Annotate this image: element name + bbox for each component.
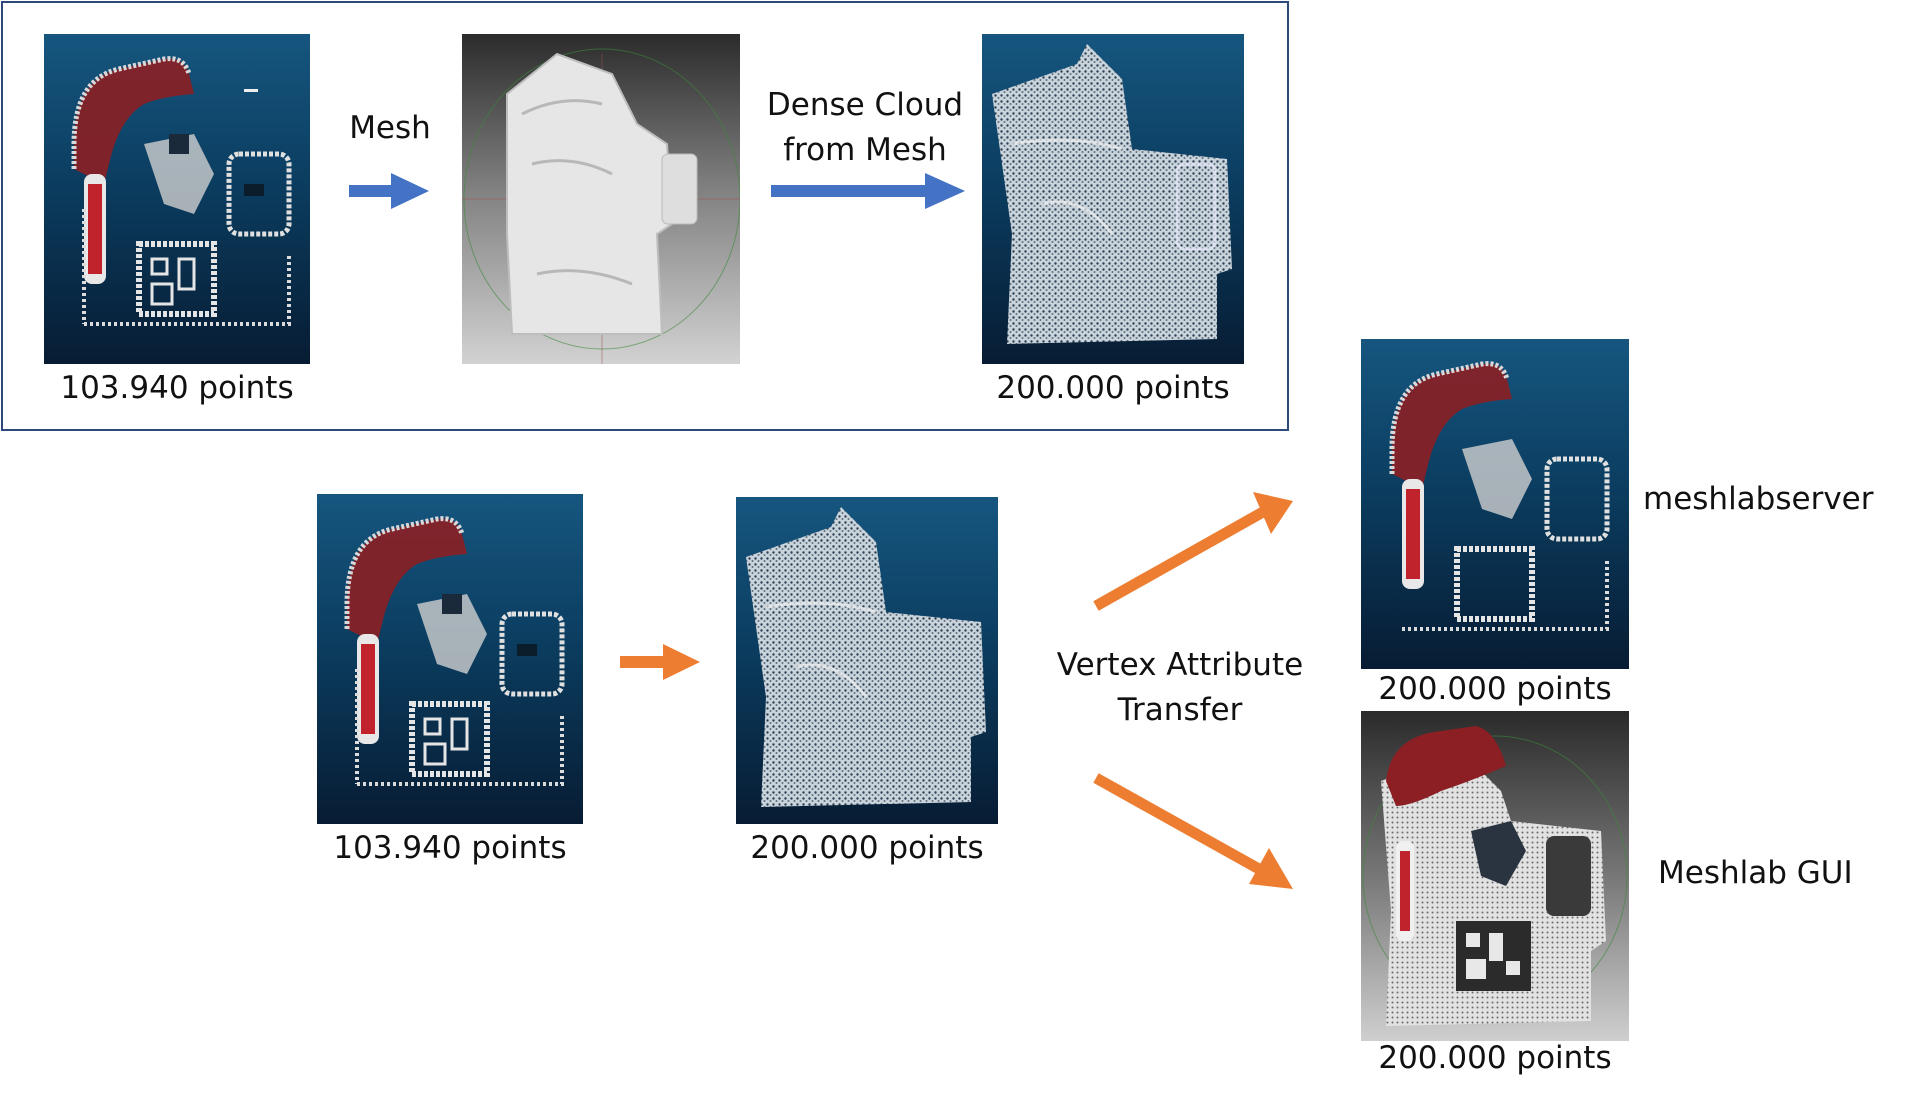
dense-cloud-step-arrow [771,173,965,209]
top-result-caption: 200.000 points [996,370,1230,406]
mesh-render-graphic [462,48,740,364]
bottom-dense-caption: 200.000 points [750,830,984,866]
colored-point-cloud-image [44,34,310,364]
dense-point-cloud-graphic [992,44,1232,344]
top-source-caption: 103.940 points [60,370,294,406]
transfer-to-meshlabserver-arrow [1093,492,1293,611]
vertex-attribute-transfer-label-line2: Transfer [1117,692,1243,728]
bottom-colored-point-cloud-image [317,494,583,824]
meshlabserver-label: meshlabserver [1643,481,1874,517]
top-workflow-frame [1,1,1289,431]
mesh-step-arrow [349,173,429,209]
bottom-dense-point-cloud-graphic [746,507,986,807]
bottom-colored-point-cloud-graphic [344,516,565,786]
mesh-step-label: Mesh [349,110,431,146]
dense-point-cloud-image [982,34,1244,364]
meshlab-gui-result-graphic [1362,726,1628,1026]
vertex-attribute-transfer-label-line1: Vertex Attribute [1056,647,1304,683]
bottom-source-caption: 103.940 points [333,830,567,866]
mesh-render-image [462,34,740,364]
bottom-densify-arrow [620,644,700,680]
bottom-dense-point-cloud-image [736,497,998,824]
meshlab-gui-result-image [1361,711,1629,1041]
transfer-to-meshlab-gui-arrow [1093,773,1293,889]
meshlabserver-caption: 200.000 points [1378,671,1612,707]
colored-point-cloud-graphic [71,56,292,326]
dense-cloud-step-label-line2: from Mesh [783,132,947,168]
meshlab-gui-label: Meshlab GUI [1658,855,1853,891]
meshlab-gui-caption: 200.000 points [1378,1040,1612,1076]
dense-cloud-step-label-line1: Dense Cloud [766,87,964,123]
meshlabserver-result-image [1361,339,1629,669]
meshlabserver-result-graphic [1389,361,1610,631]
